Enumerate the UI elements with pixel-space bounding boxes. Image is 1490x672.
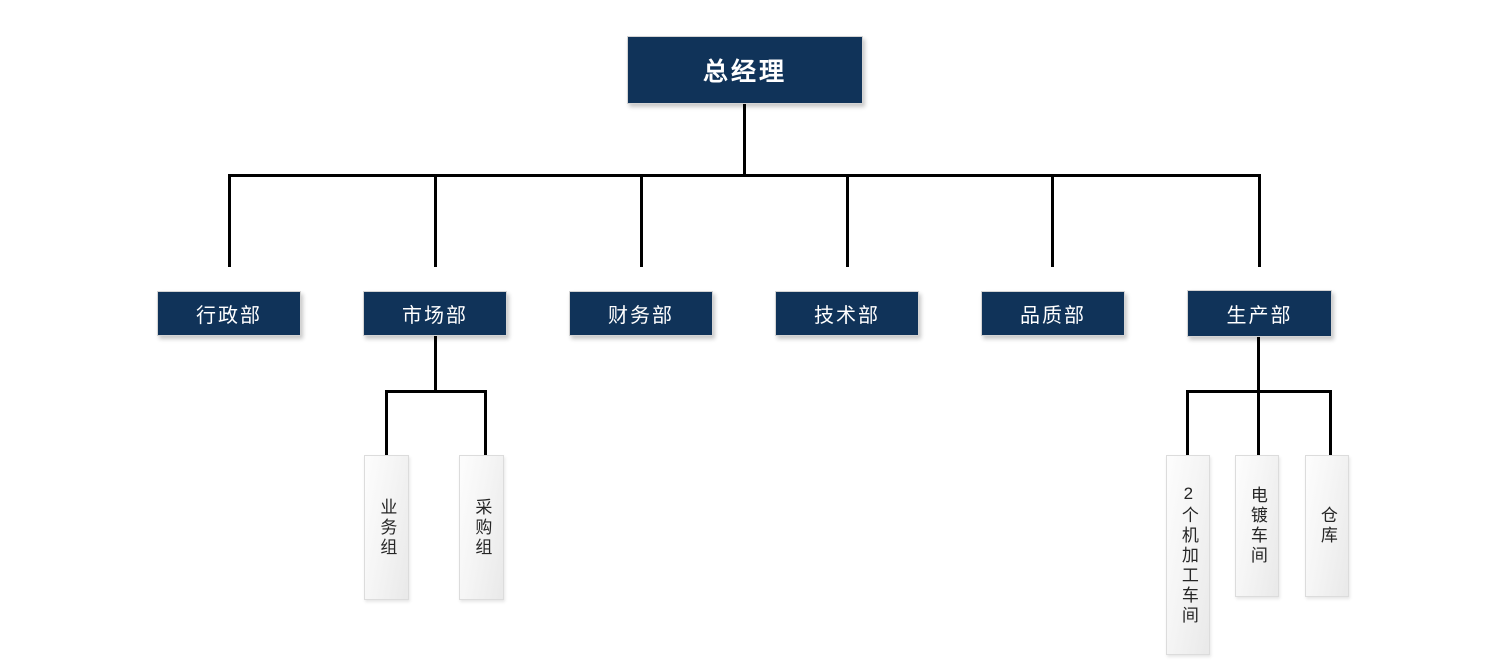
connector-drop-machining-workshops [1186,390,1189,455]
connector-marketing-bus [385,390,487,393]
connector-production-bus [1186,390,1332,393]
node-production-label: 生产部 [1226,305,1293,327]
connector-drop-production [1258,174,1261,267]
node-procurement-group[interactable]: 采购组 [459,455,504,600]
node-quality-label: 品质部 [1020,305,1086,327]
node-business-group[interactable]: 业务组 [364,455,409,600]
node-administration[interactable]: 行政部 [157,291,301,336]
node-marketing[interactable]: 市场部 [363,291,507,336]
connector-root-trunk [743,104,746,176]
node-general-manager-label: 总经理 [702,58,787,86]
node-finance[interactable]: 财务部 [569,291,713,336]
node-business-group-label: 业务组 [377,497,397,558]
node-warehouse-label: 仓库 [1317,506,1337,546]
node-technology-label: 技术部 [814,305,880,327]
node-general-manager[interactable]: 总经理 [627,36,863,104]
node-finance-label: 财务部 [608,305,674,327]
connector-drop-technology [846,174,849,267]
node-procurement-group-label: 采购组 [472,497,492,558]
node-marketing-label: 市场部 [402,305,468,327]
node-production[interactable]: 生产部 [1187,290,1332,337]
connector-drop-warehouse [1329,390,1332,455]
connector-drop-quality [1051,174,1054,267]
connector-marketing-trunk [434,336,437,393]
node-quality[interactable]: 品质部 [981,291,1125,336]
connector-drop-procurement-group [484,390,487,455]
node-electroplating-workshop[interactable]: 电镀车间 [1235,455,1279,597]
node-warehouse[interactable]: 仓库 [1305,455,1349,597]
node-administration-label: 行政部 [196,305,262,327]
connector-level2-bus [228,174,1261,177]
node-technology[interactable]: 技术部 [775,291,919,336]
connector-drop-business-group [385,390,388,455]
node-machining-workshops[interactable]: 2个机加工车间 [1166,455,1210,655]
connector-drop-finance [640,174,643,267]
node-machining-workshops-label: 2个机加工车间 [1178,484,1198,626]
node-electroplating-workshop-label: 电镀车间 [1247,486,1267,566]
connector-drop-marketing [434,174,437,267]
connector-production-trunk [1257,337,1260,455]
connector-drop-administration [228,174,231,267]
